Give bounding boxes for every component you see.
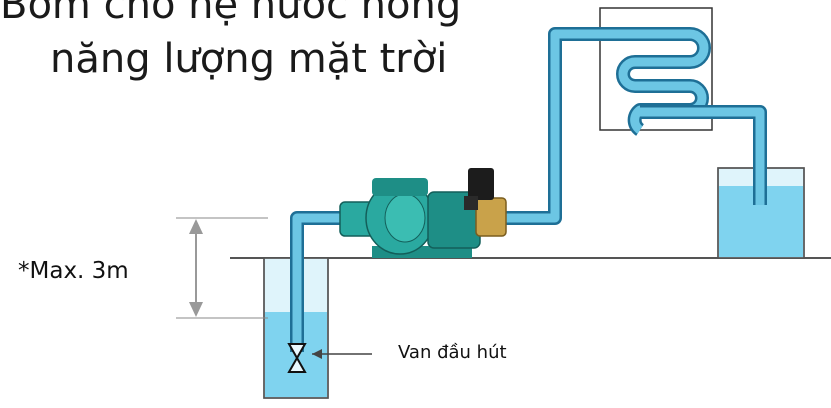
pump bbox=[339, 168, 507, 258]
pump-volute-face bbox=[384, 193, 426, 243]
outlet-pipe bbox=[640, 107, 765, 205]
foot-valve-icon bbox=[287, 343, 307, 373]
foot-valve-label: Van đầu hút bbox=[398, 342, 507, 363]
dim-arrow-down bbox=[189, 302, 203, 317]
pump-top bbox=[372, 178, 428, 196]
title-line-1: Bơm cho hệ nước nóng bbox=[0, 0, 462, 28]
pressure-switch bbox=[468, 168, 494, 200]
discharge-pipe bbox=[500, 29, 645, 223]
dim-arrow-up bbox=[189, 219, 203, 234]
flow-switch-body bbox=[475, 197, 507, 237]
max-height-label: *Max. 3m bbox=[18, 258, 129, 284]
pressure-switch-cable bbox=[464, 196, 478, 210]
title-line-2: năng lượng mặt trời bbox=[50, 36, 448, 82]
suction-pipe bbox=[292, 213, 345, 352]
height-dimension-icon bbox=[176, 217, 268, 319]
collector-coil bbox=[618, 29, 709, 134]
valve-pointer-arrow bbox=[312, 349, 372, 359]
pipe-network bbox=[290, 27, 767, 352]
